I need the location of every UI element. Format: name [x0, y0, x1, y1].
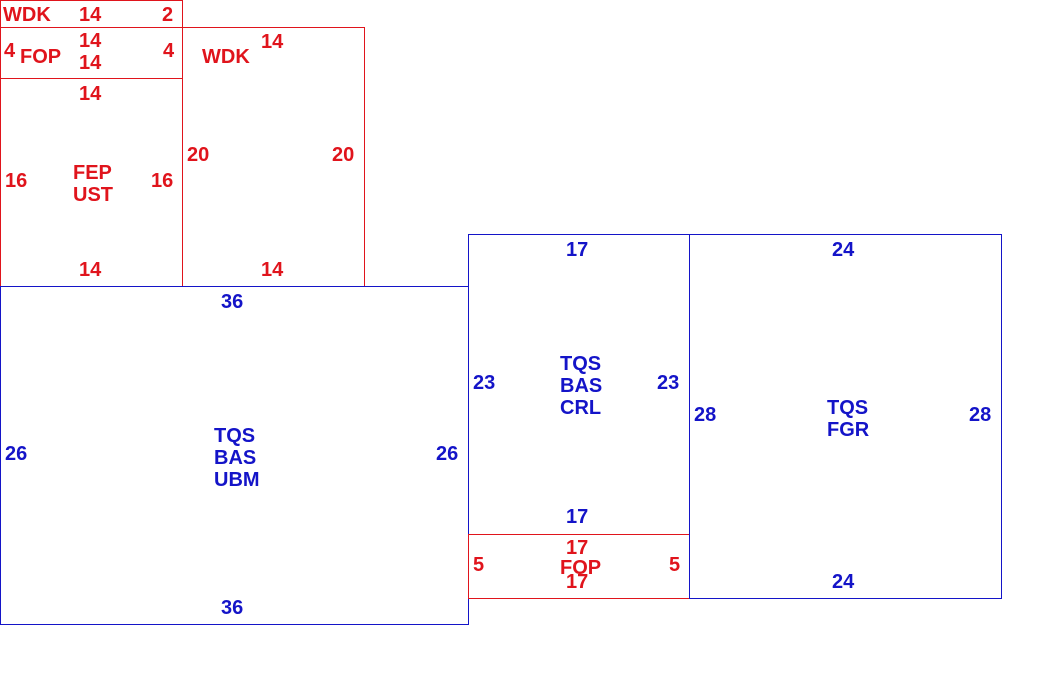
panel-wdk-large-bottom-dim: 14: [261, 259, 284, 281]
panel-fep-ust-name: FEP UST: [73, 162, 113, 206]
panel-fop-bottom-top-dim: 17: [566, 537, 589, 559]
panel-wdk-large-name: WDK: [202, 46, 250, 68]
panel-tqs-bas-ubm-top-dim: 36: [221, 291, 244, 313]
panel-fop-bottom-bottom-dim: 17: [566, 571, 589, 593]
panel-fop-bottom-right-dim: 5: [669, 554, 681, 576]
panel-tqs-fgr: [689, 234, 1002, 599]
panel-tqs-fgr-bottom-dim: 24: [832, 571, 855, 593]
panel-fop-small-left-dim: 4: [4, 40, 16, 62]
panel-tqs-fgr-top-dim: 24: [832, 239, 855, 261]
panel-tqs-bas-ubm-name: TQS BAS UBM: [214, 425, 260, 491]
panel-tqs-bas-crl-right-dim: 23: [657, 372, 680, 394]
panel-fep-ust-top-dim: 14: [79, 83, 102, 105]
panel-tqs-bas-crl-bottom-dim: 17: [566, 506, 589, 528]
panel-tqs-bas-ubm-right-dim: 26: [436, 443, 459, 465]
panel-tqs-fgr-left-dim: 28: [694, 404, 717, 426]
panel-tqs-bas-ubm-bottom-dim: 36: [221, 597, 244, 619]
panel-wdk-small-top-dim: 14: [79, 4, 102, 26]
panel-wdk-large-right-dim: 20: [332, 144, 355, 166]
panel-tqs-bas-ubm-left-dim: 26: [5, 443, 28, 465]
panel-fop-small-bottom-dim: 14: [79, 52, 102, 74]
panel-fop-small-right-dim: 4: [163, 40, 175, 62]
panel-wdk-small-right-dim: 2: [162, 4, 174, 26]
panel-tqs-bas-crl-top-dim: 17: [566, 239, 589, 261]
panel-tqs-bas-crl-name: TQS BAS CRL: [560, 353, 603, 419]
panel-fop-bottom-left-dim: 5: [473, 554, 485, 576]
panel-tqs-bas-crl-left-dim: 23: [473, 372, 496, 394]
panel-tqs-fgr-name: TQS FGR: [827, 397, 870, 441]
panel-tqs-fgr-right-dim: 28: [969, 404, 992, 426]
panel-fep-ust-bottom-dim: 14: [79, 259, 102, 281]
panel-fop-small-name: FOP: [20, 46, 62, 68]
panel-fop-bottom-name: FOP: [560, 557, 602, 579]
panel-wdk-small-name: WDK: [3, 4, 51, 26]
panel-fep-ust-right-dim: 16: [151, 170, 174, 192]
panel-wdk-large-top-dim: 14: [261, 31, 284, 53]
panel-fep-ust-left-dim: 16: [5, 170, 28, 192]
panel-fop-small-top-dim: 14: [79, 30, 102, 52]
panel-wdk-large-left-dim: 20: [187, 144, 210, 166]
